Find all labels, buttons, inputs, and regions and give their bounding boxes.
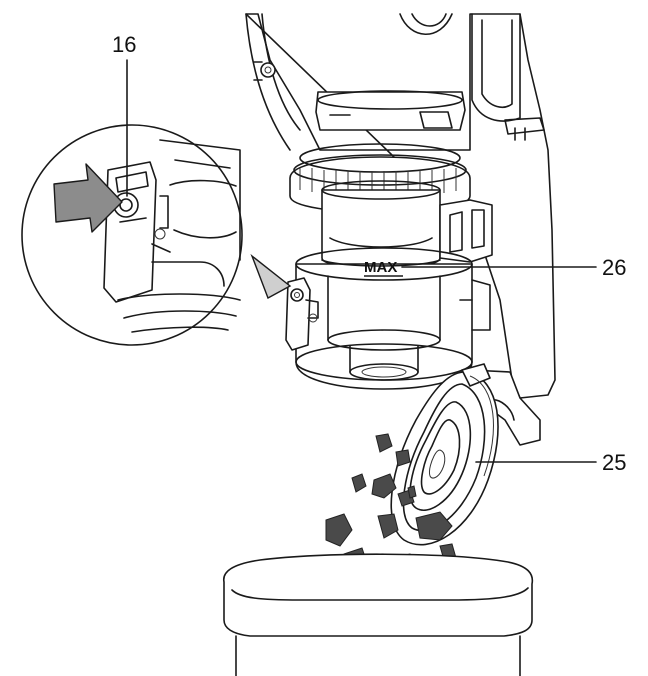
callout-16-label: 16	[112, 32, 136, 57]
hinged-lid	[390, 363, 499, 546]
magnified-latch	[53, 139, 241, 333]
max-fill-mark: MAX	[364, 259, 397, 276]
waste-bin	[223, 553, 534, 676]
callout-26-label: 26	[602, 255, 626, 280]
press-arrow-icon	[53, 163, 123, 233]
callout-25-label: 25	[602, 450, 626, 475]
vacuum-body	[245, 13, 556, 399]
detail-magnifier	[21, 124, 292, 346]
leader-lines	[126, 59, 597, 463]
dust-container	[285, 143, 541, 446]
